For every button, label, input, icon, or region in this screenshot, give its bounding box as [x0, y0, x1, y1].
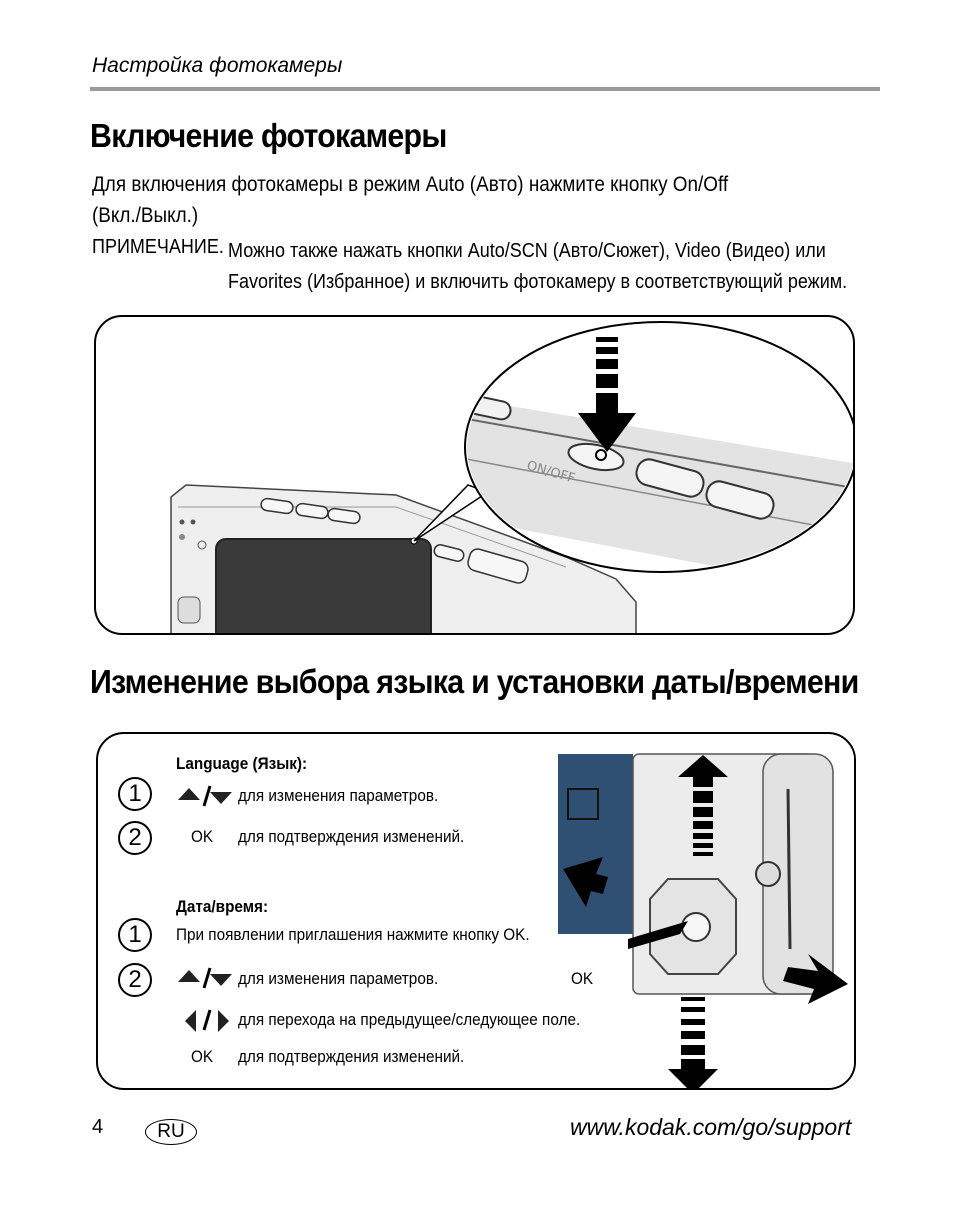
- step-1-badge: 1: [118, 918, 152, 952]
- language-step-2-text: для подтверждения изменений.: [238, 827, 465, 846]
- direction-arrows-icon: [563, 755, 848, 1088]
- note-text: Можно также нажать кнопки Auto/SCN (Авто…: [228, 236, 847, 298]
- step-2-badge: 2: [118, 963, 152, 997]
- language-date-figure: Language (Язык): 1 для изменения парамет…: [96, 732, 856, 1090]
- intro-line-1: Для включения фотокамеры в режим Auto (А…: [92, 173, 729, 196]
- section-title-language-date: Изменение выбора языка и установки даты/…: [90, 663, 859, 700]
- support-url[interactable]: www.kodak.com/go/support: [570, 1114, 852, 1140]
- left-right-arrows-icon: [185, 1009, 229, 1032]
- up-down-arrows-icon: [178, 967, 232, 989]
- running-header: Настройка фотокамеры: [92, 54, 343, 77]
- step-2-badge: 2: [118, 821, 152, 855]
- press-arrow-icon: [578, 337, 636, 452]
- up-down-arrows-icon: [178, 785, 232, 807]
- language-badge: RU: [145, 1119, 197, 1145]
- language-step-1-text: для изменения параметров.: [238, 786, 439, 805]
- camera-back-illustration: [558, 749, 854, 1088]
- language-heading: Language (Язык):: [176, 754, 308, 773]
- page-number: 4: [92, 1116, 104, 1138]
- datetime-heading: Дата/время:: [176, 897, 269, 916]
- ok-key-label: OK: [191, 1047, 214, 1066]
- note-line-2: Favorites (Избранное) и включить фотокам…: [228, 271, 848, 293]
- header-rule: [90, 87, 880, 91]
- intro-paragraph: Для включения фотокамеры в режим Auto (А…: [92, 169, 728, 231]
- datetime-step-2-line-1: для изменения параметров.: [238, 969, 439, 988]
- section-title-power-on: Включение фотокамеры: [90, 117, 447, 154]
- ok-key-label: OK: [191, 827, 214, 846]
- datetime-step-1-text: При появлении приглашения нажмите кнопку…: [176, 925, 530, 944]
- power-button-figure: ON/OFF: [94, 315, 855, 635]
- note-line-1: Можно также нажать кнопки Auto/SCN (Авто…: [228, 240, 826, 262]
- camera-top-illustration: ON/OFF: [170, 321, 853, 633]
- ok-callout-label: OK: [571, 969, 594, 988]
- intro-line-2: (Вкл./Выкл.): [92, 204, 199, 227]
- note-label: ПРИМЕЧАНИЕ.: [92, 236, 224, 258]
- datetime-step-2-line-3: для подтверждения изменений.: [238, 1047, 465, 1066]
- step-1-badge: 1: [118, 777, 152, 811]
- datetime-step-2-line-2: для перехода на предыдущее/следующее пол…: [238, 1010, 581, 1029]
